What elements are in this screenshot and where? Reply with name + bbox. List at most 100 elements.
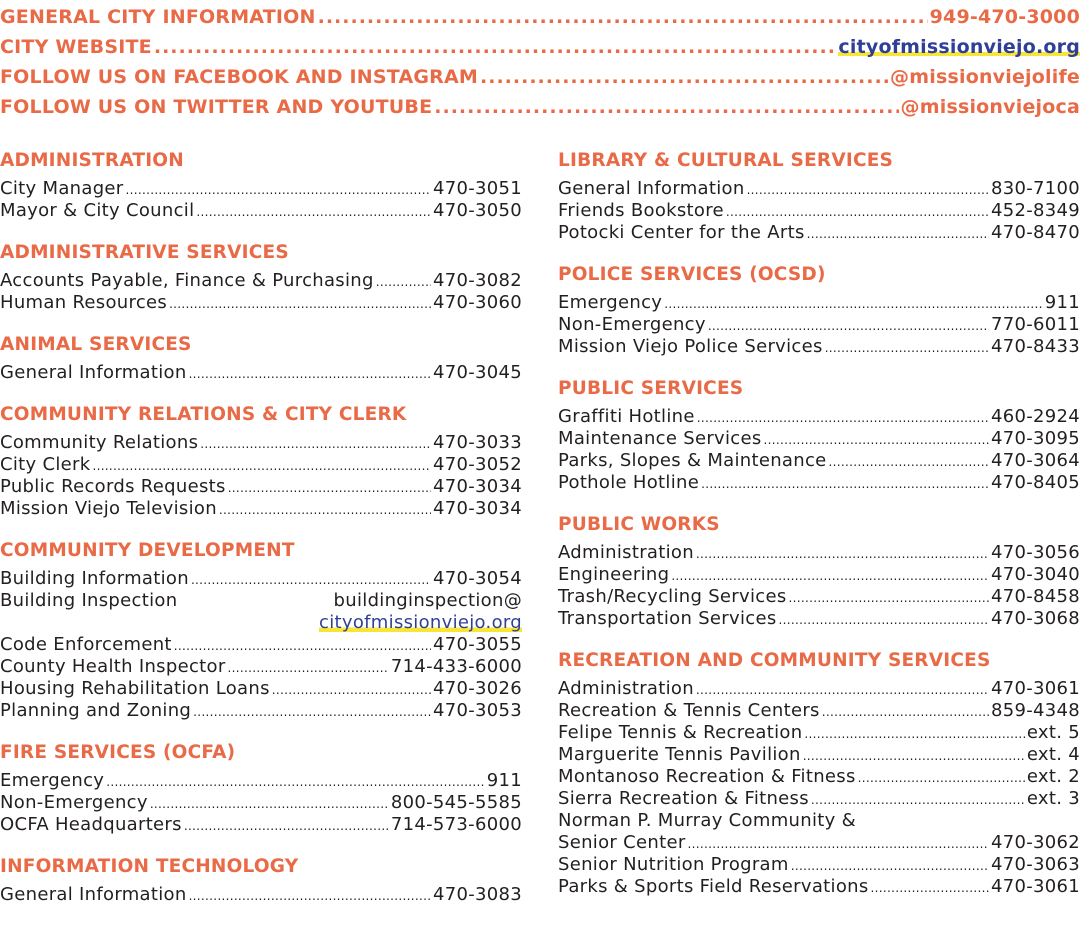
dot-leader bbox=[318, 6, 928, 28]
directory-row: Friends Bookstore 452-8349 bbox=[558, 200, 1080, 222]
section-public-works: PUBLIC WORKSAdministration470-3056Engine… bbox=[558, 514, 1080, 630]
entry-label: Graffiti Hotline bbox=[558, 406, 695, 427]
dot-leader bbox=[764, 429, 989, 451]
dot-leader bbox=[825, 337, 989, 359]
top-label: FOLLOW US ON TWITTER AND YOUTUBE bbox=[0, 96, 433, 118]
directory-row: Public Records Requests470-3034 bbox=[0, 476, 522, 498]
entry-phone: 470-3062 bbox=[990, 832, 1080, 853]
entry-label: OCFA Headquarters bbox=[0, 814, 182, 835]
directory-row: Senior Center470-3062 bbox=[558, 832, 1080, 854]
section-title: LIBRARY & CULTURAL SERVICES bbox=[558, 150, 894, 171]
top-row-general-info: GENERAL CITY INFORMATION 949-470-3000 bbox=[0, 6, 1080, 36]
directory-row: Felipe Tennis & Recreationext. 5 bbox=[558, 722, 1080, 744]
dot-leader bbox=[697, 407, 989, 429]
entry-label: Norman P. Murray Community & bbox=[558, 810, 856, 831]
directory-row: Recreation & Tennis Centers859-4348 bbox=[558, 700, 1080, 722]
city-website-link[interactable]: cityofmissionviejo.org bbox=[838, 36, 1080, 58]
directory-row: General Information470-3083 bbox=[0, 884, 522, 906]
top-label: FOLLOW US ON FACEBOOK AND INSTAGRAM bbox=[0, 66, 479, 88]
entry-phone: 911 bbox=[486, 770, 522, 791]
entry-phone: 470-3061 bbox=[990, 678, 1080, 699]
dot-leader bbox=[189, 885, 431, 907]
dot-leader bbox=[779, 609, 989, 631]
directory-row: Maintenance Services470-3095 bbox=[558, 428, 1080, 450]
directory-row: Non-Emergency800-545-5585 bbox=[0, 792, 522, 814]
directory-row: Engineering470-3040 bbox=[558, 564, 1080, 586]
entry-phone: ext. 4 bbox=[1026, 744, 1080, 765]
dot-leader bbox=[219, 499, 431, 521]
directory-row: Pothole Hotline470-8405 bbox=[558, 472, 1080, 494]
entry-label: Transportation Services bbox=[558, 608, 777, 629]
section-police-services-ocsd: POLICE SERVICES (OCSD)Emergency911Non-Em… bbox=[558, 264, 1080, 358]
entry-label: Administration bbox=[558, 542, 694, 563]
entry-phone: ext. 5 bbox=[1026, 722, 1080, 743]
top-label: CITY WEBSITE bbox=[0, 36, 152, 58]
entry-phone: 470-3068 bbox=[990, 608, 1080, 629]
entry-phone: 470-3055 bbox=[432, 634, 522, 655]
entry-label: City Manager bbox=[0, 178, 124, 199]
dot-leader bbox=[803, 745, 1025, 767]
section-title: INFORMATION TECHNOLOGY bbox=[0, 856, 299, 877]
top-label: GENERAL CITY INFORMATION bbox=[0, 6, 316, 28]
dot-leader bbox=[829, 451, 989, 473]
entry-label: Community Relations bbox=[0, 432, 199, 453]
dot-leader bbox=[701, 473, 989, 495]
entry-phone: 470-3082 bbox=[432, 270, 522, 291]
entry-phone: 470-3052 bbox=[432, 454, 522, 475]
entry-label: Recreation & Tennis Centers bbox=[558, 700, 820, 721]
entry-label: Mayor & City Council bbox=[0, 200, 195, 221]
entry-label: Pothole Hotline bbox=[558, 472, 700, 493]
entry-phone: 470-3034 bbox=[432, 476, 522, 497]
entry-label: Mission Viejo Police Services bbox=[558, 336, 823, 357]
entry-label: Administration bbox=[558, 678, 694, 699]
entry-label: Friends Bookstore bbox=[558, 200, 724, 221]
dot-leader bbox=[191, 569, 431, 591]
dot-leader bbox=[106, 771, 485, 793]
directory-row: Mission Viejo Police Services470-8433 bbox=[558, 336, 1080, 358]
directory-row: OCFA Headquarters714-573-6000 bbox=[0, 814, 522, 836]
dot-leader bbox=[434, 96, 898, 118]
directory-row: cityofmissionviejo.org bbox=[0, 612, 522, 634]
entry-label: Senior Nutrition Program bbox=[558, 854, 789, 875]
section-title: ADMINISTRATIVE SERVICES bbox=[0, 242, 289, 263]
top-row-twitter-youtube: FOLLOW US ON TWITTER AND YOUTUBE @missio… bbox=[0, 96, 1080, 126]
top-value: @missionviejolife bbox=[890, 66, 1080, 88]
dot-leader bbox=[376, 271, 431, 293]
dot-leader bbox=[480, 66, 888, 88]
entry-label: Planning and Zoning bbox=[0, 700, 192, 721]
entry-phone: 452-8349 bbox=[990, 200, 1080, 221]
entry-phone: 470-3053 bbox=[432, 700, 522, 721]
entry-label: General Information bbox=[558, 178, 745, 199]
entry-phone: 470-3064 bbox=[990, 450, 1080, 471]
entry-label: General Information bbox=[0, 884, 187, 905]
entry-phone: 470-3040 bbox=[990, 564, 1080, 585]
entry-label: Non-Emergency bbox=[558, 314, 706, 335]
entry-phone: 470-3095 bbox=[990, 428, 1080, 449]
directory-row: General Information470-3045 bbox=[0, 362, 522, 384]
email-domain-link[interactable]: cityofmissionviejo.org bbox=[319, 612, 522, 634]
entry-phone: 470-3045 bbox=[432, 362, 522, 383]
directory-row: Trash/Recycling Services470-8458 bbox=[558, 586, 1080, 608]
dot-leader bbox=[789, 587, 989, 609]
section-title: ADMINISTRATION bbox=[0, 150, 184, 171]
section-title: RECREATION AND COMMUNITY SERVICES bbox=[558, 650, 991, 671]
section-title: COMMUNITY DEVELOPMENT bbox=[0, 540, 295, 561]
entry-phone: 470-3051 bbox=[432, 178, 522, 199]
section-title: POLICE SERVICES (OCSD) bbox=[558, 264, 826, 285]
directory-row: Mayor & City Council470-3050 bbox=[0, 200, 522, 222]
directory-row: City Manager 470-3051 bbox=[0, 178, 522, 200]
entry-label: Building Inspection bbox=[0, 590, 178, 611]
dot-leader bbox=[747, 179, 989, 201]
dot-leader bbox=[150, 793, 389, 815]
directory-row: General Information830-7100 bbox=[558, 178, 1080, 200]
section-title: ANIMAL SERVICES bbox=[0, 334, 192, 355]
right-column: LIBRARY & CULTURAL SERVICES General Infor… bbox=[558, 150, 1080, 918]
dot-leader bbox=[228, 477, 431, 499]
dot-leader bbox=[154, 36, 837, 58]
directory-row: Parks & Sports Field Reservations470-306… bbox=[558, 876, 1080, 898]
directory-row: Administration 470-3061 bbox=[558, 678, 1080, 700]
dot-leader bbox=[664, 293, 1043, 315]
